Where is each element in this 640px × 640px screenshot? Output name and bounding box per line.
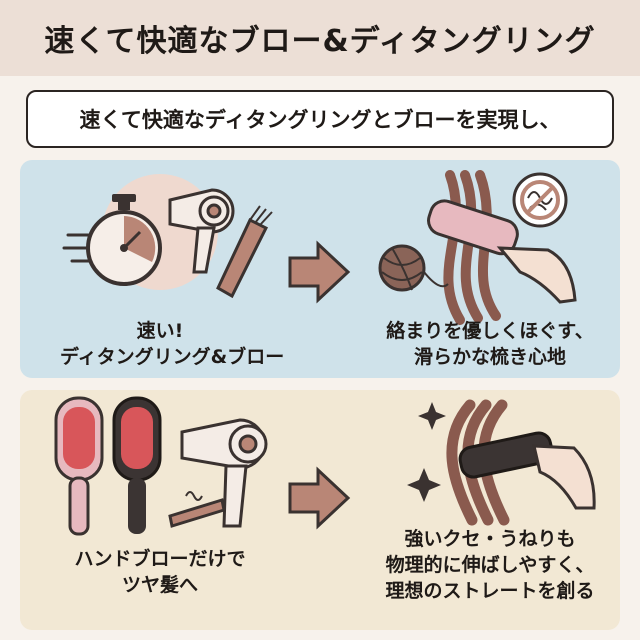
- pink-paddle-brush-icon: [54, 396, 104, 536]
- detangle-illustration: [378, 170, 577, 325]
- blow-dry-illustration: [54, 396, 268, 536]
- subtitle-text: 速くて快適なディタングリングとブローを実現し、: [79, 108, 561, 132]
- caption-line: ハンドブローだけで: [74, 548, 246, 570]
- straightening-illustration: [407, 399, 596, 526]
- arrow-right-icon: [288, 240, 351, 304]
- sparkle-icon: [407, 402, 446, 502]
- tangle-prohibited-icon: [512, 172, 568, 228]
- hand-icon: [532, 444, 596, 510]
- caption-line: ディタングリング&ブロー: [60, 346, 285, 368]
- dark-paddle-brush-icon: [112, 396, 162, 534]
- flat-iron-icon: [168, 491, 226, 528]
- caption-line: 滑らかな梳き心地: [413, 346, 566, 368]
- hair-dryer-icon: [168, 188, 235, 274]
- comb-icon: [216, 205, 273, 299]
- yarn-ball-icon: [378, 244, 449, 292]
- hairbrush-icon: [427, 199, 519, 256]
- caption-line: 絡まりを優しくほぐす、: [386, 320, 594, 342]
- caption-line: 強いクセ・うねりも: [404, 528, 576, 550]
- caption-line: 物理的に伸ばしやすく、: [385, 554, 595, 576]
- caption-line: 理想のストレートを創る: [385, 580, 595, 602]
- top-left-caption: 速い! ディタングリング&ブロー: [60, 318, 285, 370]
- subtitle-box: 速くて快適なディタングリングとブローを実現し、: [26, 90, 614, 148]
- top-right-caption: 絡まりを優しくほぐす、 滑らかな梳き心地: [370, 318, 610, 370]
- hand-icon: [496, 246, 577, 304]
- page-title: 速くて快適なブロー&ディタングリング: [44, 24, 596, 59]
- bottom-left-caption: ハンドブローだけで ツヤ髪へ: [50, 546, 270, 598]
- arrow-right-icon: [288, 466, 351, 530]
- stopwatch-icon: [86, 194, 162, 286]
- caption-line: 速い!: [136, 320, 184, 342]
- caption-line: ツヤ髪へ: [121, 574, 198, 596]
- bottom-right-caption: 強いクセ・うねりも 物理的に伸ばしやすく、 理想のストレートを創る: [370, 526, 610, 604]
- speed-illustration: [62, 174, 273, 299]
- hair-dryer-icon: [180, 418, 268, 528]
